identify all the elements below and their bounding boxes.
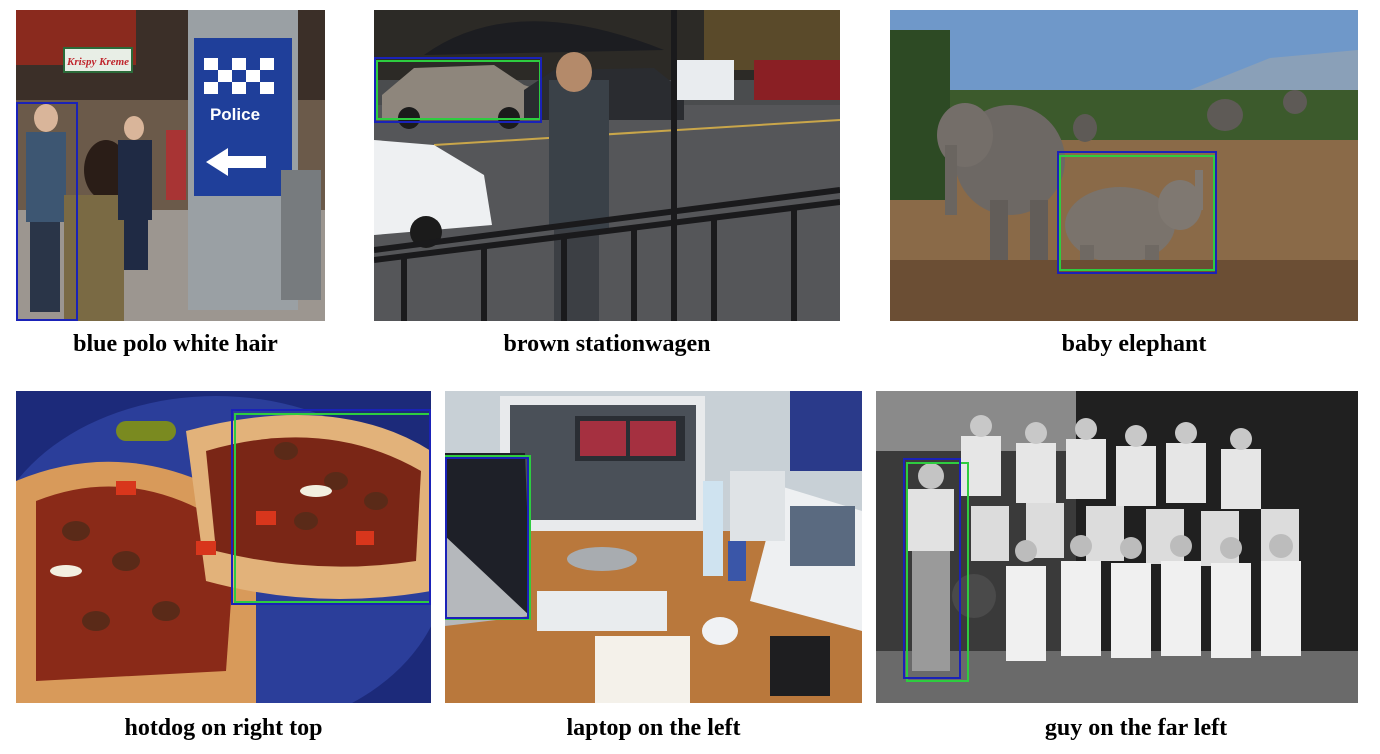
svg-text:Police: Police	[210, 105, 260, 124]
hotdogs-photo	[16, 391, 431, 703]
image-panel-5	[445, 391, 862, 703]
caption-6: guy on the far left	[1044, 715, 1228, 741]
image-panel-6	[876, 391, 1358, 703]
desk-laptop-photo	[445, 391, 862, 703]
rainy-street-photo	[374, 10, 840, 321]
elephants-photo	[890, 10, 1358, 321]
caption-3: baby elephant	[1061, 331, 1207, 357]
caption-4: hotdog on right top	[124, 715, 323, 741]
svg-text:Krispy Kreme: Krispy Kreme	[66, 56, 129, 68]
group-photo	[876, 391, 1358, 703]
caption-5: laptop on the left	[566, 715, 741, 741]
caption-2: brown stationwagen	[503, 331, 711, 357]
image-panel-1: Krispy Kreme Police	[16, 10, 325, 321]
caption-1: blue polo white hair	[73, 331, 278, 357]
image-panel-4	[16, 391, 431, 703]
image-panel-3	[890, 10, 1358, 321]
image-panel-2	[374, 10, 840, 321]
street-police-photo: Krispy Kreme Police	[16, 10, 325, 321]
